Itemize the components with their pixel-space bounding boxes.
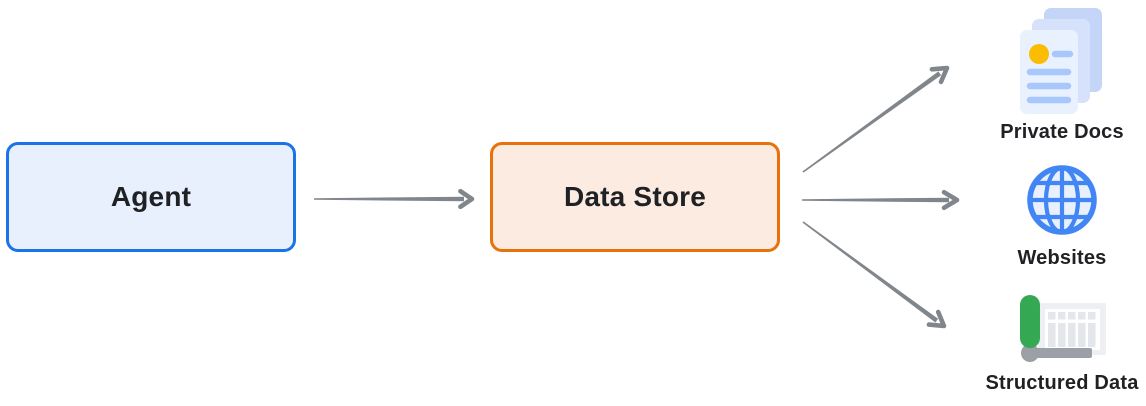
arrow-datastore-to-websites — [802, 189, 960, 211]
globe-icon — [1027, 165, 1097, 235]
target-private-docs: Private Docs — [978, 8, 1146, 144]
target-label-websites: Websites — [1017, 247, 1107, 269]
target-structured-data: Structured Data — [978, 293, 1146, 395]
node-data-store: Data Store — [490, 142, 780, 252]
node-data-store-label: Data Store — [563, 181, 707, 212]
arrow-datastore-to-private-docs — [802, 65, 950, 173]
target-label-structured-data: Structured Data — [985, 372, 1139, 394]
target-label-private-docs: Private Docs — [1000, 121, 1124, 143]
node-agent-label: Agent — [110, 181, 192, 212]
target-websites: Websites — [978, 162, 1146, 270]
spreadsheet-scroll-icon — [1020, 295, 1106, 362]
arrow-agent-to-datastore — [314, 188, 475, 210]
node-agent: Agent — [6, 142, 296, 252]
arrow-datastore-to-structured-data — [802, 221, 947, 329]
document-stack-icon — [1020, 8, 1102, 114]
